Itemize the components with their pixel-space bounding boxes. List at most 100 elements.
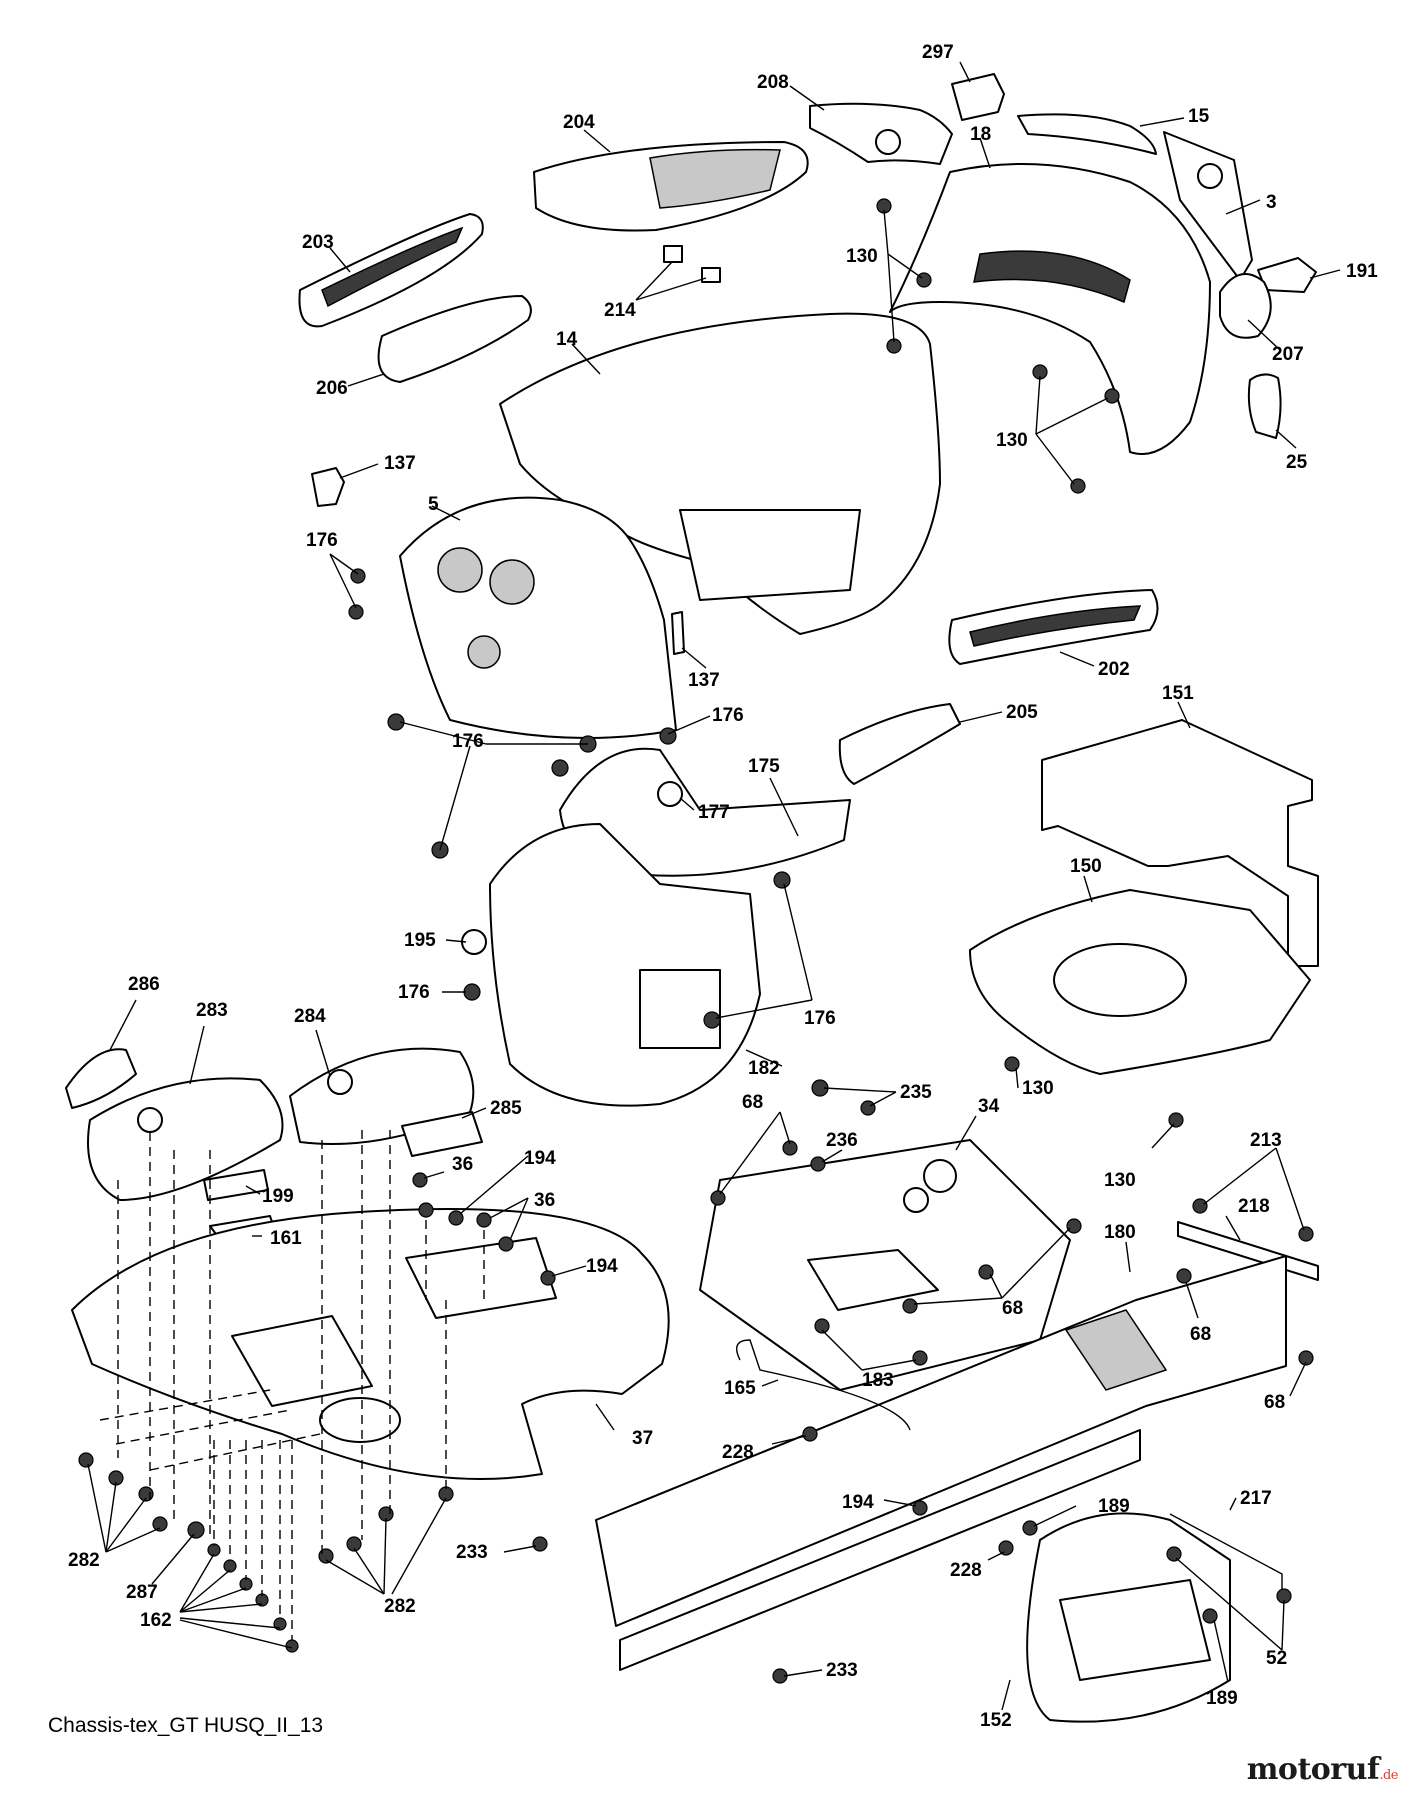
leader-282-b4 bbox=[391, 1497, 447, 1595]
callout-282b: 282 bbox=[384, 1596, 416, 1617]
callout-183: 183 bbox=[862, 1370, 894, 1391]
leader-213-a bbox=[1203, 1147, 1277, 1205]
leader-286 bbox=[109, 999, 137, 1051]
callout-25: 25 bbox=[1286, 452, 1308, 473]
leader-194-b bbox=[551, 1265, 587, 1277]
callout-176a: 176 bbox=[306, 530, 338, 551]
fastener-235b bbox=[860, 1100, 876, 1116]
callout-206: 206 bbox=[316, 378, 348, 399]
leader-52-a bbox=[1175, 1557, 1283, 1651]
leader-25 bbox=[1275, 429, 1297, 449]
callout-191: 191 bbox=[1346, 261, 1378, 282]
leader-151 bbox=[1177, 701, 1191, 729]
fastener-282e bbox=[318, 1548, 334, 1564]
part-137b bbox=[671, 611, 685, 655]
fastener-68d bbox=[978, 1264, 994, 1280]
leader-202 bbox=[1059, 651, 1095, 667]
leader-282-a2 bbox=[105, 1481, 117, 1553]
fastener-194b bbox=[540, 1270, 556, 1286]
leader-176-e2 bbox=[715, 999, 813, 1019]
callout-161: 161 bbox=[270, 1228, 302, 1249]
fastener-176h bbox=[463, 983, 481, 1001]
callout-283: 283 bbox=[196, 1000, 228, 1021]
leader-282-a4 bbox=[105, 1527, 161, 1553]
part-37-seat-cutout bbox=[231, 1315, 373, 1407]
leader-36-a bbox=[423, 1171, 445, 1179]
brand-name: motoruf bbox=[1246, 1752, 1380, 1787]
fastener-68b bbox=[710, 1190, 726, 1206]
fastener-162f bbox=[285, 1639, 299, 1653]
leader-183-a bbox=[821, 1329, 863, 1371]
brand-logo[interactable]: motoruf.de bbox=[1246, 1752, 1399, 1787]
part-34-hole-a bbox=[923, 1159, 957, 1193]
part-207 bbox=[1219, 273, 1272, 339]
part-5-gauge-b bbox=[489, 559, 535, 605]
callout-176e: 176 bbox=[804, 1008, 836, 1029]
fastener-183b bbox=[912, 1350, 928, 1366]
part-217 bbox=[1169, 1513, 1283, 1594]
leader-176-c1 bbox=[399, 721, 487, 745]
part-203-mesh bbox=[321, 226, 464, 308]
part-165 bbox=[736, 1339, 911, 1431]
callout-151: 151 bbox=[1162, 683, 1194, 704]
leader-214-b bbox=[635, 277, 707, 301]
assembly-lines bbox=[99, 1130, 485, 1640]
leader-15 bbox=[1139, 117, 1185, 127]
fastener-282d bbox=[152, 1516, 168, 1532]
fastener-36a bbox=[412, 1172, 428, 1188]
callout-68d: 68 bbox=[1264, 1392, 1285, 1413]
callout-297: 297 bbox=[922, 42, 954, 63]
callout-199: 199 bbox=[262, 1186, 294, 1207]
callout-165: 165 bbox=[724, 1378, 756, 1399]
callout-37: 37 bbox=[632, 1428, 653, 1449]
leader-162-c bbox=[179, 1587, 247, 1613]
callout-150: 150 bbox=[1070, 856, 1102, 877]
leader-282-b2 bbox=[353, 1547, 385, 1595]
fastener-189b bbox=[1202, 1608, 1218, 1624]
leader-217 bbox=[1229, 1497, 1237, 1511]
fastener-194c bbox=[912, 1500, 928, 1516]
callout-235: 235 bbox=[900, 1082, 932, 1103]
callout-214: 214 bbox=[604, 300, 636, 321]
fastener-162b bbox=[223, 1559, 237, 1573]
leader-130-a1 bbox=[883, 209, 889, 255]
leader-162-e bbox=[179, 1617, 281, 1629]
callout-36b: 36 bbox=[534, 1190, 555, 1211]
callout-3: 3 bbox=[1266, 192, 1277, 213]
callout-176d: 176 bbox=[398, 982, 430, 1003]
callout-195: 195 bbox=[404, 930, 436, 951]
leader-176-e1 bbox=[783, 883, 813, 1001]
fastener-282a bbox=[78, 1452, 94, 1468]
callout-233a: 233 bbox=[456, 1542, 488, 1563]
fastener-213a bbox=[1192, 1198, 1208, 1214]
callout-18: 18 bbox=[970, 124, 991, 145]
callout-194a: 194 bbox=[524, 1148, 556, 1169]
fastener-52a bbox=[1166, 1546, 1182, 1562]
part-34-hole-b bbox=[903, 1187, 929, 1213]
part-182-panel bbox=[639, 969, 721, 1049]
callout-162: 162 bbox=[140, 1610, 172, 1631]
part-214-b bbox=[701, 267, 721, 283]
leader-68-d bbox=[1289, 1361, 1307, 1397]
fastener-287 bbox=[187, 1521, 205, 1539]
callout-194c: 194 bbox=[842, 1492, 874, 1513]
leader-176-a2 bbox=[329, 553, 357, 609]
callout-208: 208 bbox=[757, 72, 789, 93]
leader-282-a3 bbox=[105, 1497, 147, 1553]
fastener-282f bbox=[346, 1536, 362, 1552]
callout-218: 218 bbox=[1238, 1196, 1270, 1217]
fastener-130f bbox=[1070, 478, 1086, 494]
leader-162-a bbox=[179, 1553, 215, 1613]
leader-34 bbox=[955, 1115, 977, 1151]
fastener-130e bbox=[1104, 388, 1120, 404]
leader-218 bbox=[1225, 1215, 1241, 1241]
part-5-gauge-c bbox=[467, 635, 501, 669]
callout-130a: 130 bbox=[846, 246, 878, 267]
callout-130c: 130 bbox=[1022, 1078, 1054, 1099]
leader-137b bbox=[681, 647, 707, 669]
leader-194-a bbox=[459, 1155, 529, 1215]
leader-194-c bbox=[883, 1499, 917, 1507]
leader-207 bbox=[1247, 319, 1281, 351]
leader-214-a bbox=[635, 261, 673, 301]
